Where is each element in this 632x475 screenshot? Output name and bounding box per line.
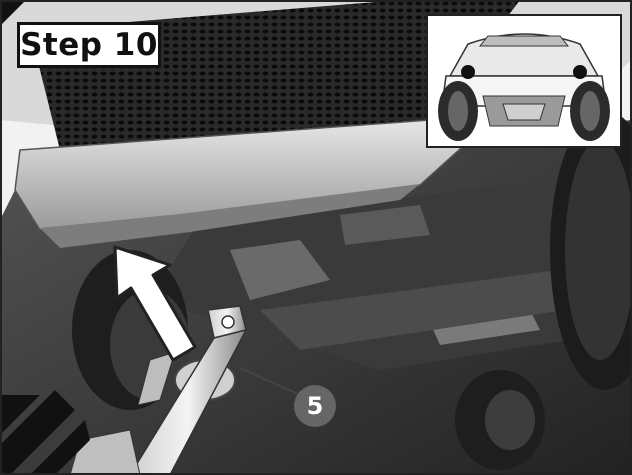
location-inset-diagram: [426, 14, 622, 148]
right-mount-point-marker: [573, 65, 587, 79]
upward-arrow-icon: [113, 245, 197, 362]
left-mount-point-marker: [461, 65, 475, 79]
step-label: Step 10: [17, 22, 161, 68]
part-number-callout: 5: [294, 385, 336, 427]
vehicle-rear-diagram: [428, 16, 620, 146]
